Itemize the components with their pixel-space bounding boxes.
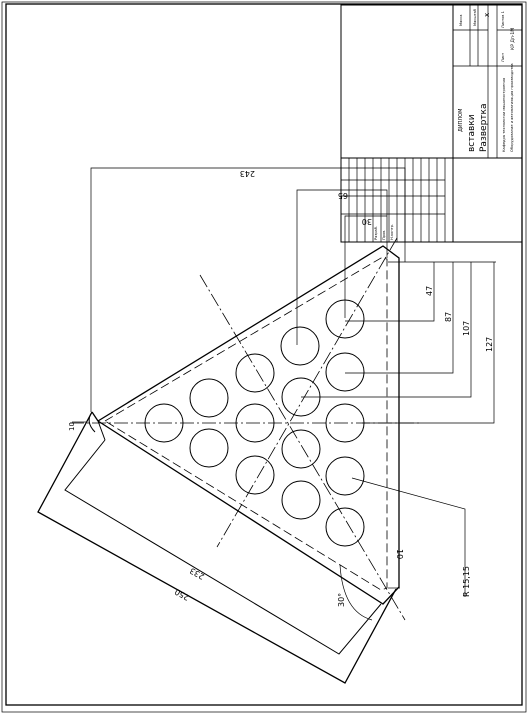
radius-leader xyxy=(351,477,466,597)
hole-13 xyxy=(281,480,321,520)
tip-radius xyxy=(88,411,96,433)
dim-radius: R 15,15 xyxy=(462,566,471,597)
outer-triangle xyxy=(97,245,400,605)
hole-15 xyxy=(325,507,365,547)
dim-30: 30 xyxy=(362,217,372,226)
hole-7 xyxy=(235,403,275,443)
dim-107: 107 xyxy=(462,321,471,336)
signature-developer: Разраб. xyxy=(374,226,378,240)
angle-arc xyxy=(339,564,373,621)
hole-10 xyxy=(235,455,275,495)
center-line-diagonal-1 xyxy=(199,274,406,621)
center-lines xyxy=(70,237,420,621)
org-line-1: Кафедра технологии машиностроения xyxy=(502,78,506,152)
hole-4 xyxy=(280,326,320,366)
hole-3 xyxy=(235,353,275,393)
dim-65: 65 xyxy=(338,191,348,200)
dim-127: 127 xyxy=(485,337,494,352)
mass-label: Масса xyxy=(459,15,463,26)
title-block: Развертка вставки ДИПЛОМ Кафедра техноло… xyxy=(340,4,523,243)
hole-14 xyxy=(325,456,365,496)
hole-1 xyxy=(144,403,184,443)
dim-233: 233 xyxy=(188,566,206,581)
title-line-1: Развертка xyxy=(479,104,489,152)
inner-frame xyxy=(5,3,523,706)
title-block-border xyxy=(340,4,523,243)
dim-47: 47 xyxy=(425,286,434,296)
document-code: КР Дп-1М xyxy=(510,28,516,50)
dim-243: 243 xyxy=(240,169,255,178)
signature-norm: Н.контр. xyxy=(390,224,394,240)
hole-2 xyxy=(189,378,229,418)
center-line-diagonal-2 xyxy=(216,237,398,548)
scale-label: Масштаб xyxy=(473,8,477,26)
hole-6 xyxy=(189,428,229,468)
org-line-2: Оборудование и автоматизация производств… xyxy=(510,63,514,152)
sheets-label: Листов 1 xyxy=(501,11,505,28)
development-inner-edge xyxy=(64,439,382,655)
dimension-lines xyxy=(72,167,496,621)
dimension-labels: 243 65 30 47 87 107 127 10 233 250 10 30… xyxy=(68,169,494,607)
hole-9 xyxy=(325,352,365,392)
signature-checker: Пров. xyxy=(382,230,386,240)
scale-value: x xyxy=(483,13,491,17)
title-line-2: вставки xyxy=(467,114,477,152)
dim-10: 10 xyxy=(395,549,404,559)
development-outer-edge xyxy=(37,411,397,684)
inner-dashed-triangle xyxy=(104,257,388,591)
hole-11 xyxy=(281,429,321,469)
dim-angle: 30° xyxy=(337,593,346,607)
sheet-label: Лист xyxy=(501,53,505,62)
dim-87: 87 xyxy=(444,312,453,322)
stamp-text: ДИПЛОМ xyxy=(458,109,464,132)
holes-group xyxy=(144,299,365,547)
part-outline xyxy=(37,245,400,684)
dim-10-side: 10 xyxy=(68,422,76,431)
